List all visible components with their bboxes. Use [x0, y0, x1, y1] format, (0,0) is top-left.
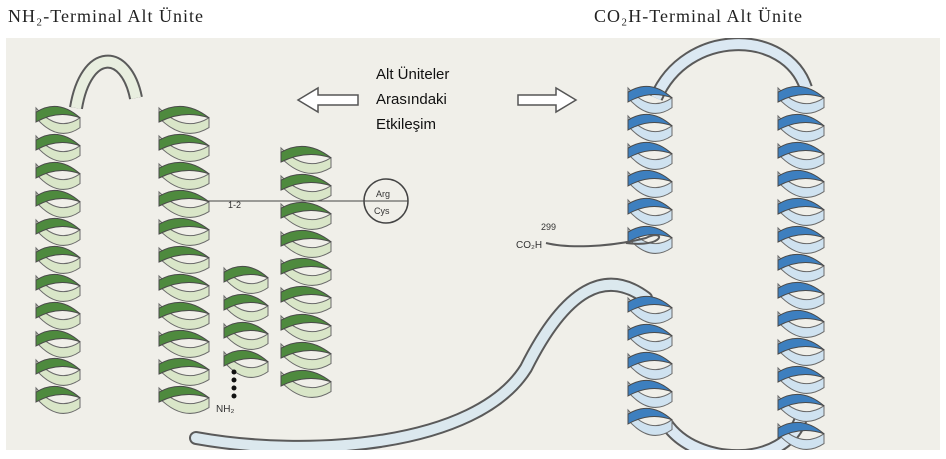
arg-label: Arg: [376, 189, 390, 199]
co2h-label: CO₂H: [516, 240, 542, 251]
nh2-label: NH₂: [216, 404, 234, 415]
protein-diagram: CO₂H 299 Arg Cys 1-2 NH₂: [6, 38, 940, 450]
interaction-label-line3: Etkileşim: [376, 112, 449, 137]
nh2-terminal-title: NH₂-Terminal Alt Ünite: [8, 6, 204, 27]
cys-label: Cys: [374, 206, 390, 216]
residue-number-label: 299: [541, 222, 556, 232]
interaction-label: Alt Üniteler Arasındaki Etkileşim: [376, 62, 449, 137]
bond-label: 1-2: [228, 200, 241, 210]
co2h-terminal-title: CO₂H-Terminal Alt Ünite: [594, 6, 803, 27]
interaction-label-line2: Arasındaki: [376, 87, 449, 112]
interaction-label-line1: Alt Üniteler: [376, 62, 449, 87]
